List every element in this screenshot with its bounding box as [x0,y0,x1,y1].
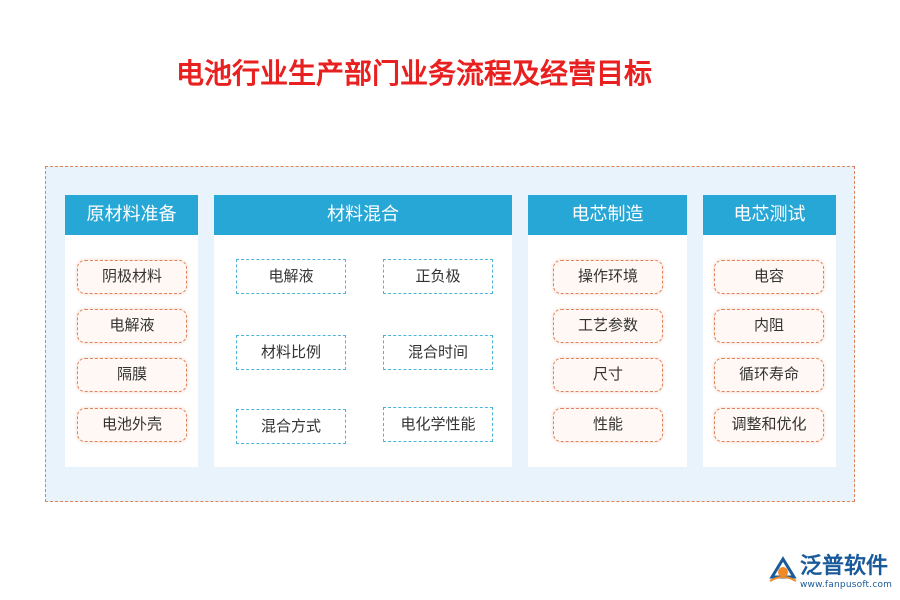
column-raw-materials: 原材料准备 阴极材料 电解液 隔膜 电池外壳 [65,195,198,467]
column-cell-testing: 电芯测试 电容 内阻 循环寿命 调整和优化 [703,195,836,467]
step-box: 混合方式 [236,409,346,444]
step-box: 电化学性能 [383,407,493,442]
brand-logo: 泛普软件 www.fanpusoft.com [768,553,892,593]
step-box: 循环寿命 [714,358,824,392]
step-box: 阴极材料 [77,260,187,294]
column-header: 原材料准备 [65,195,198,235]
page-title: 电池行业生产部门业务流程及经营目标 [176,57,653,90]
step-box: 内阻 [714,309,824,343]
column-header: 材料混合 [214,195,512,235]
column-cell-manufacturing: 电芯制造 操作环境 工艺参数 尺寸 性能 [528,195,687,467]
logo-name: 泛普软件 [800,554,889,579]
logo-url: www.fanpusoft.com [800,580,893,590]
step-box: 性能 [553,408,663,442]
step-box: 调整和优化 [714,408,824,442]
step-box: 电池外壳 [77,408,187,442]
step-box: 正负极 [383,259,493,294]
column-header: 电芯制造 [528,195,687,235]
column-header: 电芯测试 [703,195,836,235]
column-material-mixing: 材料混合 电解液 正负极 材料比例 混合时间 混合方式 电化学性能 [214,195,512,467]
step-box: 电容 [714,260,824,294]
step-box: 电解液 [77,309,187,343]
step-box: 材料比例 [236,335,346,370]
step-box: 混合时间 [383,335,493,370]
step-box: 工艺参数 [553,309,663,343]
step-box: 电解液 [236,259,346,294]
fanpu-logo-icon [769,556,797,582]
step-box: 尺寸 [553,358,663,392]
step-box: 操作环境 [553,260,663,294]
step-box: 隔膜 [77,358,187,392]
